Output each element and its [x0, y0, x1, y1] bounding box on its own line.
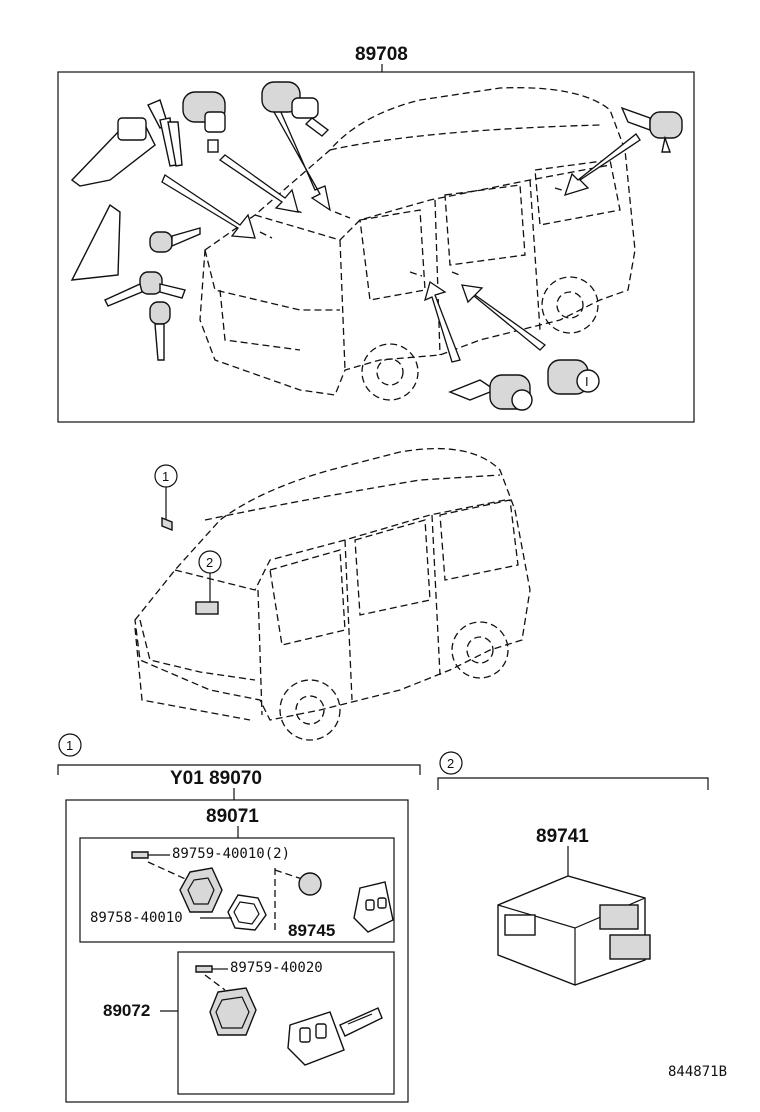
callout-1-text: 1	[162, 469, 169, 484]
rear-door-lock-icon	[620, 106, 683, 153]
label-top-assembly[interactable]: 89708	[355, 44, 408, 65]
hatch-lock-cylinder-icon	[261, 81, 330, 137]
label-kit-assembly[interactable]: Y01 89070	[170, 768, 262, 789]
label-ecu-part[interactable]: 89741	[536, 826, 589, 847]
ecu-module-icon	[497, 875, 651, 986]
callout-2-location: 2	[195, 550, 222, 615]
label-transmitter-assembly[interactable]: 89071	[206, 806, 259, 827]
key-frame	[177, 951, 395, 1095]
glovebox-lock-icon	[70, 203, 121, 281]
sub-keys-icon	[104, 271, 186, 361]
battery-icon	[298, 872, 322, 896]
screw-icon-2	[195, 965, 228, 973]
callout-2-text: 2	[206, 555, 213, 570]
transmitter-frame	[79, 837, 395, 943]
van-illustration-middle	[134, 447, 531, 741]
ignition-lock-icon	[70, 99, 183, 187]
door-lock-cylinder-icon	[182, 91, 226, 153]
label-screw-1[interactable]: 89759-40010(2)	[172, 846, 290, 862]
remote-key-icon	[287, 1007, 383, 1066]
leader-screw-1	[147, 861, 193, 883]
side-door-lock-icon	[448, 374, 533, 411]
master-key-icon	[149, 227, 201, 253]
callout-arrows-top	[161, 109, 641, 363]
section-1-number: 1	[66, 738, 73, 753]
sliding-door-lock-icon: I	[547, 359, 600, 395]
label-case-part[interactable]: 89758-40010	[90, 910, 183, 926]
section-1-header: 1	[57, 733, 421, 775]
lock-mark: I	[585, 374, 589, 389]
transmitter-cover-icon	[179, 867, 223, 913]
top-panel-frame	[57, 71, 695, 423]
key-cover-icon	[209, 987, 257, 1036]
callout-1-location: 1	[154, 464, 178, 532]
kit-frame	[65, 799, 409, 1103]
screw-icon-1	[131, 851, 170, 859]
transmitter-body-icon	[353, 881, 394, 933]
label-battery-part[interactable]: 89745	[288, 921, 335, 940]
leader-screw-2	[204, 974, 226, 991]
label-screw-2[interactable]: 89759-40020	[230, 960, 323, 976]
drawing-reference: 844871B	[668, 1064, 727, 1080]
section-2-number: 2	[447, 756, 454, 771]
transmitter-case-icon	[227, 894, 267, 931]
label-key-assembly[interactable]: 89072	[103, 1001, 150, 1020]
van-illustration-top	[199, 87, 636, 401]
section-2-header: 2	[437, 751, 709, 790]
